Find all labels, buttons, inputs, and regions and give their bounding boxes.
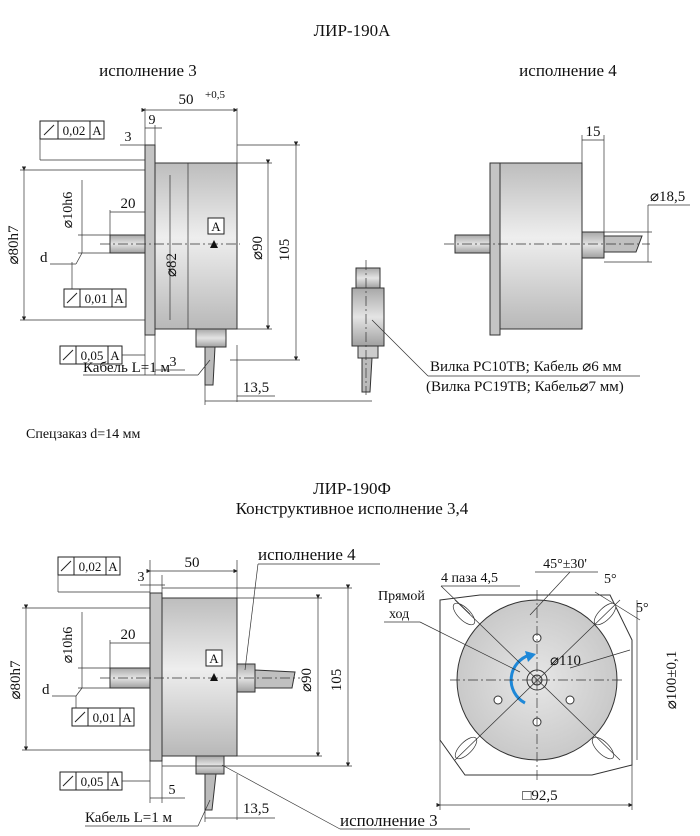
dim-10h6: ⌀10h6 (61, 192, 76, 228)
angle-5-a: 5° (604, 572, 617, 587)
dim-50-tolerance: +0,5 (205, 89, 225, 101)
datum-a-letter: A (211, 219, 221, 234)
tol-001-value: 0,01 (85, 291, 108, 306)
tol-005-datum: A (110, 348, 120, 363)
dim-80h7: ⌀80h7 (6, 225, 22, 265)
dim-18-5: ⌀18,5 (650, 189, 685, 205)
encoder-flange (144, 144, 156, 336)
dim-110: ⌀110 (550, 653, 581, 669)
b-tol-001-value: 0,01 (93, 710, 116, 725)
b-tol-005-datum: A (110, 774, 120, 789)
dim-3-bottom: 3 (170, 355, 177, 370)
encoder-lir190f-side-view: A (100, 592, 300, 811)
b-dim-5: 5 (169, 783, 176, 798)
dim-105: 105 (277, 239, 293, 262)
dim-15: 15 (586, 124, 601, 140)
top-variant4-label: исполнение 4 (519, 61, 617, 80)
encoder-variant3-side-view: A (100, 144, 240, 386)
b-dim-20: 20 (121, 627, 136, 643)
tolerance-frame-002: 0,02 A (39, 120, 145, 161)
tolerance-frame-001: 0,01 A (63, 262, 127, 308)
b-dim-90: ⌀90 (299, 668, 315, 692)
label-d: d (40, 250, 48, 266)
encoder-front-view: 45°±30' 4 паза 4,5 5° 5° Прямой ход ⌀110… (378, 557, 680, 810)
b-dim-80h7: ⌀80h7 (8, 660, 24, 700)
dim-90: ⌀90 (250, 236, 266, 260)
tol-002-value: 0,02 (63, 123, 86, 138)
b-label-d: d (42, 682, 50, 698)
tol-005-value: 0,05 (81, 348, 104, 363)
b-dim-13-5: 13,5 (243, 801, 269, 817)
angle-45: 45°±30' (543, 557, 587, 572)
angle-5-b: 5° (636, 601, 649, 616)
rotation-arrow (509, 653, 531, 705)
encoder-housing (154, 162, 238, 330)
bottom-subtitle: Конструктивное исполнение 3,4 (236, 499, 469, 518)
b-tol-002-datum: A (108, 559, 118, 574)
b-dim-50: 50 (185, 555, 200, 571)
b-dim-10h6: ⌀10h6 (61, 627, 76, 663)
special-order-note: Спецзаказ d=14 мм (26, 427, 141, 442)
dim-3-top: 3 (125, 130, 132, 145)
datum-a-box (207, 217, 225, 235)
connector-label-1: Вилка РС10ТВ; Кабель ⌀6 мм (430, 359, 622, 375)
dim-20: 20 (121, 196, 136, 212)
b-variant4-label: исполнение 4 (258, 545, 356, 564)
b-tol-005-value: 0,05 (81, 774, 104, 789)
tol-002-datum: A (92, 123, 102, 138)
b-tol-001-datum: A (122, 710, 132, 725)
connector-plug (351, 260, 385, 395)
direct-label-2: ход (389, 607, 409, 622)
connector-label-2: (Вилка РС19ТВ; Кабель⌀7 мм) (426, 379, 624, 395)
tolerance-frame-005: 0,05 A (59, 345, 145, 365)
tol-001-datum: A (114, 291, 124, 306)
bottom-left-dimensions: 0,02 A 50 3 ⌀80h7 ⌀10h6 20 d (8, 545, 470, 830)
cable (204, 346, 216, 386)
b-cable-label: Кабель L=1 м (85, 810, 173, 826)
bottom-title: ЛИР-190Ф (313, 479, 391, 498)
dim-13-5: 13,5 (243, 380, 269, 396)
b-dim-105: 105 (329, 669, 345, 692)
encoder-variant4-side-view: 15 ⌀18,5 (444, 124, 690, 336)
b-dim-3: 3 (138, 570, 145, 585)
b-variant3-label: исполнение 3 (340, 811, 438, 830)
dim-50: 50 (179, 92, 194, 108)
cable-label: Кабель L=1 м (83, 360, 171, 376)
cable-gland (195, 328, 227, 348)
top-variant3-label: исполнение 3 (99, 61, 197, 80)
top-title: ЛИР-190А (314, 21, 391, 40)
dim-92-5: □92,5 (522, 788, 557, 804)
dim-82: ⌀82 (164, 253, 180, 277)
dim-100: ⌀100±0,1 (664, 651, 680, 710)
b-tol-002-value: 0,02 (79, 559, 102, 574)
slots-label: 4 паза 4,5 (441, 571, 498, 586)
direct-label-1: Прямой (378, 589, 425, 604)
top-left-dimensions: 50 +0,5 9 3 0,02 A ⌀80h7 ⌀10h6 (6, 89, 372, 405)
bottom-datum-a: A (209, 651, 219, 666)
dim-9: 9 (149, 113, 156, 128)
